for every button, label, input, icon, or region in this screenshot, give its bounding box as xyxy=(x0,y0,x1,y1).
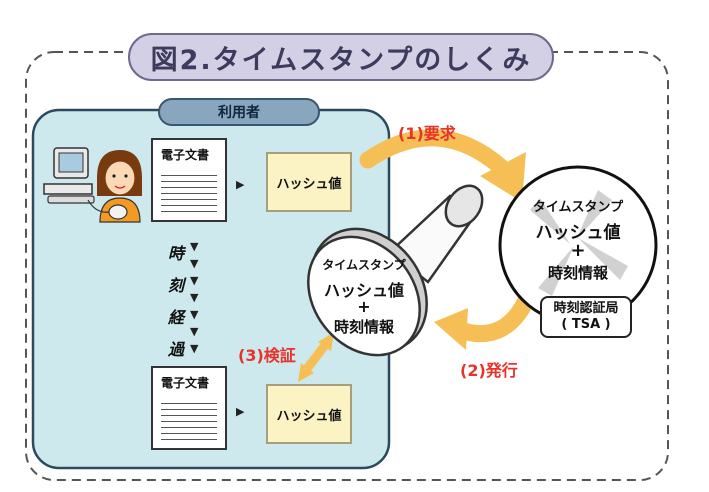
request-arrow-head xyxy=(480,152,526,202)
step-issue-label: (2)発行 xyxy=(460,361,518,380)
hash-box-bottom: ハッシュ値 xyxy=(266,384,352,444)
mouse-icon xyxy=(87,199,128,220)
time-arrow-5: ▼ xyxy=(190,308,199,321)
request-arrow-shaft xyxy=(359,129,511,177)
time-arrow-4: ▼ xyxy=(190,291,199,304)
step-verify-label: (3)検証 xyxy=(238,346,296,365)
step-request-label: (1)要求 xyxy=(398,124,456,143)
tsa-hash: ハッシュ値 xyxy=(535,223,621,243)
verify-arrow xyxy=(298,332,334,382)
to-hash-arrow-top: ▶ xyxy=(236,178,245,191)
stamp-title: タイムスタンプ xyxy=(322,258,406,272)
stamp-plus: + xyxy=(357,297,371,316)
computer-icon xyxy=(43,147,95,204)
time-arrow-3: ▼ xyxy=(190,274,199,287)
document-bottom: 電子文書 xyxy=(151,366,227,450)
page-title: 図2.タイムスタンプのしくみ xyxy=(128,33,554,81)
elapsed-time-char-3: 経 xyxy=(168,308,185,327)
elapsed-time-char-4: 過 xyxy=(168,340,185,359)
issue-arrow-head xyxy=(434,308,468,350)
time-arrow-1: ▼ xyxy=(190,240,199,253)
tsa-circle xyxy=(498,165,658,325)
tsa-time-info: 時刻情報 xyxy=(547,264,608,282)
clock-icon xyxy=(530,190,628,296)
tsa-title: タイムスタンプ xyxy=(532,200,624,215)
user-label: 利用者 xyxy=(158,98,320,126)
tsa-authority-badge: 時刻認証局 ( TSA ) xyxy=(540,296,632,338)
tsa-authority-abbr: ( TSA ) xyxy=(561,317,611,332)
to-hash-arrow-bottom: ▶ xyxy=(236,405,245,418)
time-arrow-7: ▼ xyxy=(190,342,199,355)
document-top-label: 電子文書 xyxy=(161,148,210,162)
stamp-icon xyxy=(307,184,484,357)
time-arrow-6: ▼ xyxy=(190,325,199,338)
stamp-hash: ハッシュ値 xyxy=(323,281,404,300)
tsa-plus: + xyxy=(570,240,586,261)
hash-box-top: ハッシュ値 xyxy=(266,152,352,212)
time-arrow-2: ▼ xyxy=(190,257,199,270)
document-bottom-label: 電子文書 xyxy=(161,376,210,390)
stamp-time-info: 時刻情報 xyxy=(333,318,394,336)
elapsed-time-char-1: 時 xyxy=(168,244,185,263)
tsa-authority-name: 時刻認証局 xyxy=(553,301,619,316)
document-top: 電子文書 xyxy=(151,138,227,222)
elapsed-time-char-2: 刻 xyxy=(168,276,185,295)
